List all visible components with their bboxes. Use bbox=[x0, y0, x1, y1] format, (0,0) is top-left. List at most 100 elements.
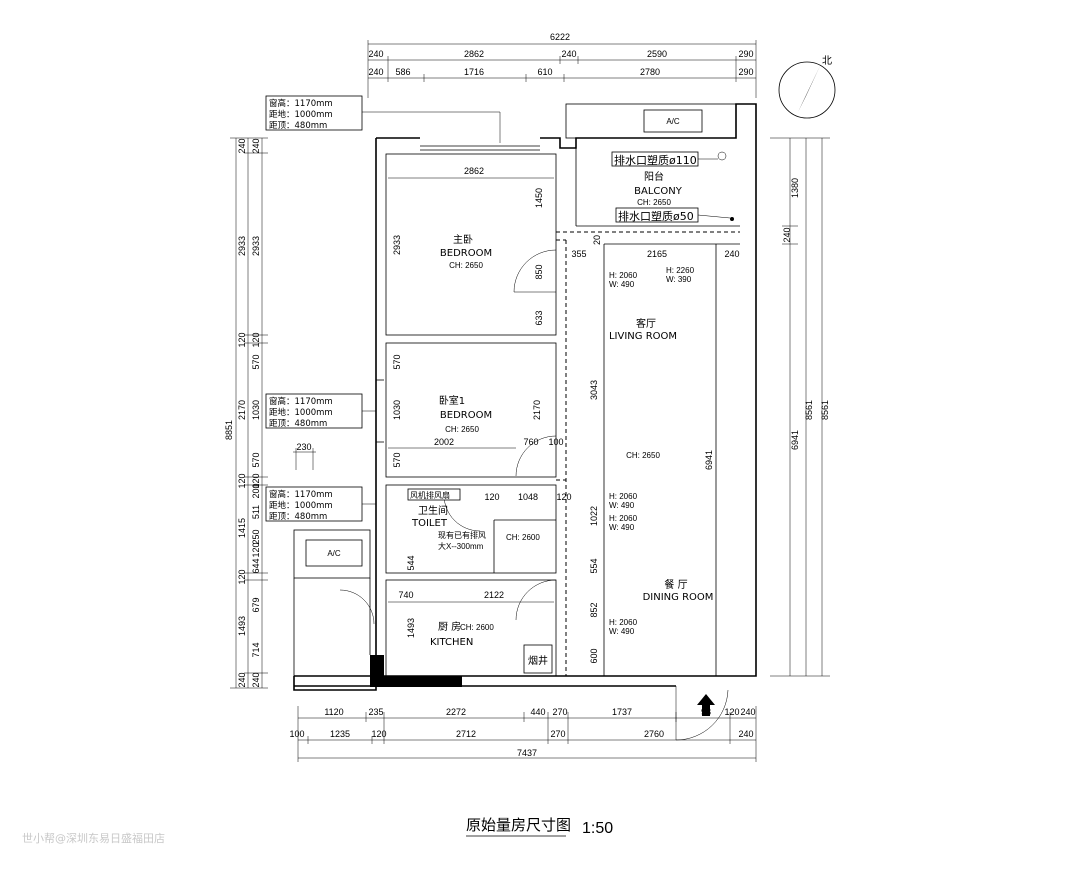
svg-text:厨 房: 厨 房 bbox=[438, 620, 461, 633]
svg-text:阳台: 阳台 bbox=[644, 170, 664, 183]
svg-text:CH: 2650: CH: 2650 bbox=[445, 425, 479, 434]
door-spec: W: 490 bbox=[609, 627, 635, 636]
svg-text:BALCONY: BALCONY bbox=[634, 186, 683, 197]
svg-text:600: 600 bbox=[589, 648, 599, 663]
left-inner-dim: 570 bbox=[251, 354, 261, 369]
drawing-footer: 原始量房尺寸图 1:50 世小帮@深圳东易日盛福田店 bbox=[22, 816, 613, 845]
svg-text:1048: 1048 bbox=[518, 492, 538, 502]
left-inner-dim: 200 bbox=[251, 483, 261, 498]
top-dim: 240 bbox=[368, 49, 383, 59]
bottom-dim: 1235 bbox=[330, 729, 350, 739]
left-inner-dim: 120 bbox=[251, 473, 261, 488]
left-dim: 2170 bbox=[237, 400, 247, 420]
top-total-dim: 6222 bbox=[550, 32, 570, 42]
drawing-scale: 1:50 bbox=[582, 820, 613, 837]
svg-text:BEDROOM: BEDROOM bbox=[440, 248, 492, 259]
svg-text:570: 570 bbox=[392, 354, 402, 369]
bottom-dimensions: 1120 235 2272 440 270 1737 98 120 240 10… bbox=[289, 706, 757, 762]
left-inner-dim: 570 bbox=[251, 452, 261, 467]
drawing-title: 原始量房尺寸图 bbox=[466, 816, 571, 834]
left-dim: 1415 bbox=[237, 518, 247, 538]
left-inner-dim: 120 bbox=[251, 332, 261, 347]
toilet-vent-note: 风机排风扇 bbox=[410, 490, 450, 500]
left-dim: 120 bbox=[237, 332, 247, 347]
top-dim: 240 bbox=[561, 49, 576, 59]
left-inner-dim: 511 bbox=[251, 505, 261, 519]
door-spec: W: 390 bbox=[666, 275, 692, 284]
svg-text:距地：1000mm: 距地：1000mm bbox=[269, 109, 333, 120]
bottom-dim: 2760 bbox=[644, 729, 664, 739]
left-dimensions: 8851 240 2933 120 2170 120 1415 120 1493… bbox=[224, 137, 268, 689]
north-compass: 北 bbox=[778, 55, 836, 119]
drain-label-110: 排水口塑质ø110 bbox=[614, 153, 697, 167]
bottom-dim: 120 bbox=[724, 707, 739, 717]
svg-text:距地：1000mm: 距地：1000mm bbox=[269, 500, 333, 511]
svg-text:1450: 1450 bbox=[534, 188, 544, 208]
door-specs: H: 2060 W: 490 H: 2260 W: 390 H: 2060 W:… bbox=[609, 266, 695, 636]
svg-text:100: 100 bbox=[548, 437, 563, 447]
flue-label: 烟井 bbox=[528, 654, 548, 667]
room-kitchen: 740 2122 厨 房 CH: 2600 KITCHEN 1493 852 6… bbox=[388, 590, 599, 667]
door-spec: H: 2260 bbox=[666, 266, 695, 275]
room-balcony: 阳台 BALCONY CH: 2650 bbox=[634, 170, 683, 207]
bottom-dim: 1737 bbox=[612, 707, 632, 717]
left-inner-dim: 1030 bbox=[251, 400, 261, 420]
compass-circle bbox=[778, 61, 836, 119]
left-total-dim: 8851 bbox=[224, 420, 234, 440]
svg-text:852: 852 bbox=[589, 602, 599, 617]
svg-text:1022: 1022 bbox=[589, 506, 599, 526]
right-dim: 1380 bbox=[790, 178, 800, 198]
ac-unit-kitchen bbox=[305, 539, 363, 567]
ac-unit-balcony bbox=[643, 109, 703, 133]
bottom-dim: 270 bbox=[550, 729, 565, 739]
left-dim: 240 bbox=[237, 138, 247, 153]
svg-text:120: 120 bbox=[484, 492, 499, 502]
left-inner-dim: 644 bbox=[251, 558, 261, 573]
svg-text:CH: 2600: CH: 2600 bbox=[460, 623, 494, 632]
svg-text:554: 554 bbox=[589, 558, 599, 573]
svg-text:2862: 2862 bbox=[464, 166, 484, 176]
svg-text:570: 570 bbox=[392, 452, 402, 467]
svg-text:BEDROOM: BEDROOM bbox=[440, 410, 492, 421]
door-spec: W: 490 bbox=[609, 501, 635, 510]
svg-text:2170: 2170 bbox=[532, 400, 542, 420]
window-note-1: 窗高：1170mm 距地：1000mm 距顶：480mm bbox=[265, 95, 501, 143]
svg-text:CH: 2650: CH: 2650 bbox=[626, 451, 660, 460]
svg-text:距顶：480mm: 距顶：480mm bbox=[269, 419, 327, 429]
left-inner-dim: 240 bbox=[251, 672, 261, 687]
svg-text:1030: 1030 bbox=[392, 400, 402, 420]
drain-labels: 排水口塑质ø110 排水口塑质ø50 bbox=[611, 151, 734, 223]
flue-shaft bbox=[523, 644, 553, 674]
top-dim: 2780 bbox=[640, 67, 660, 77]
svg-text:LIVING ROOM: LIVING ROOM bbox=[609, 331, 677, 342]
top-dim: 2862 bbox=[464, 49, 484, 59]
top-dimensions: 6222 240 2862 240 2590 290 240 586 1716 … bbox=[367, 32, 757, 98]
left-inner-dim: 120 bbox=[251, 542, 261, 557]
bottom-dim: 120 bbox=[371, 729, 386, 739]
right-dim: 6941 bbox=[790, 430, 800, 450]
svg-text:窗高：1170mm: 窗高：1170mm bbox=[269, 98, 333, 109]
column-solid bbox=[370, 655, 384, 687]
compass-label: 北 bbox=[822, 55, 832, 67]
window-note-3: 窗高：1170mm 距地：1000mm 距顶：480mm bbox=[265, 486, 376, 522]
svg-text:距地：1000mm: 距地：1000mm bbox=[269, 407, 333, 418]
door-spec: H: 2060 bbox=[609, 271, 638, 280]
bottom-dim: 240 bbox=[740, 707, 755, 717]
door-spec: H: 2060 bbox=[609, 514, 638, 523]
svg-text:120: 120 bbox=[556, 492, 571, 502]
left-inner-dim: 240 bbox=[251, 138, 261, 153]
svg-text:现有已有排风: 现有已有排风 bbox=[438, 530, 486, 540]
svg-text:CH: 2600: CH: 2600 bbox=[506, 533, 540, 542]
right-dim: 8561 bbox=[804, 400, 814, 420]
bottom-dim: 100 bbox=[289, 729, 304, 739]
svg-text:2002: 2002 bbox=[434, 437, 454, 447]
bottom-dim: 240 bbox=[738, 729, 753, 739]
top-dim: 290 bbox=[738, 67, 753, 77]
window-note-2: 窗高：1170mm 距地：1000mm 距顶：480mm bbox=[265, 393, 376, 429]
svg-text:2933: 2933 bbox=[392, 235, 402, 255]
north-arrow-icon bbox=[798, 66, 820, 112]
right-dim: 240 bbox=[782, 227, 792, 242]
room-living: 客厅 LIVING ROOM CH: 2650 355 2165 240 20 … bbox=[571, 235, 739, 470]
svg-text:窗高：1170mm: 窗高：1170mm bbox=[269, 489, 333, 500]
